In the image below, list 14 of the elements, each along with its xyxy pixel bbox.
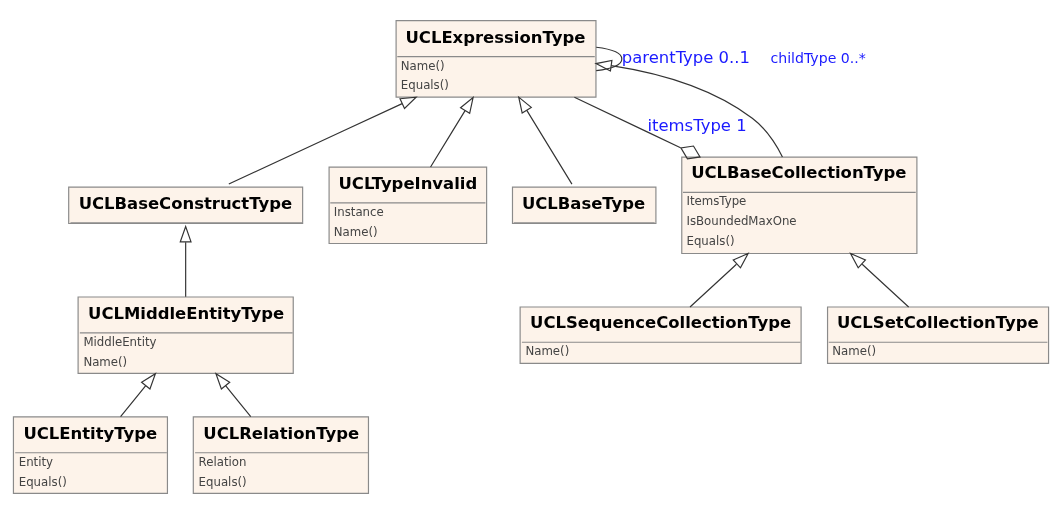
edge-label: parentType 0..1 [621,47,750,67]
arrow [228,95,418,185]
arrow [179,224,192,297]
label: childType 0..* [770,49,866,66]
connector [573,96,701,159]
arrow [429,95,475,168]
edge-label: itemsType 1 [647,115,747,135]
arrow [849,251,910,308]
arrow [689,251,750,308]
connector [595,46,623,71]
arrow [517,95,573,185]
arrow [214,371,252,417]
arrow [119,371,157,417]
arrow [594,59,784,158]
